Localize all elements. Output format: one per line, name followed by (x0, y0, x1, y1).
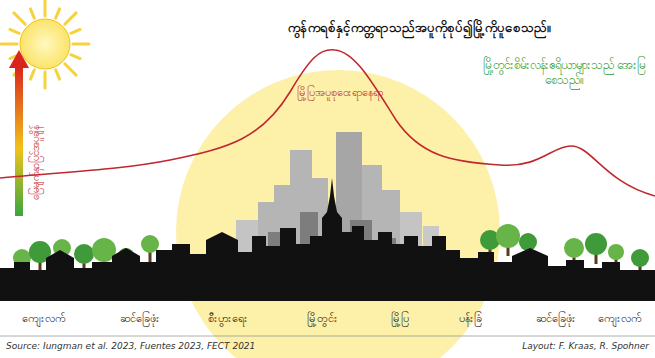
rule (0, 336, 655, 337)
zone-label: မြို့တွင်း (307, 312, 338, 326)
sun-ray (56, 70, 60, 79)
sun-ray (44, 0, 47, 16)
tree (496, 224, 520, 256)
skyline-silhouette (0, 178, 655, 300)
credit-line: Source: Iungman et al. 2023, Fuentes 202… (6, 341, 255, 352)
sun-ray (44, 72, 47, 88)
credit-line: Layout: F. Kraas, R. Spohner (522, 341, 649, 352)
axis-label: မြေမျက်နှာပြင်အပူချိန် (30, 125, 43, 200)
sun-ray (65, 64, 76, 75)
sun-ray (30, 70, 34, 79)
sun-ray (14, 13, 25, 24)
sun-ray (10, 29, 19, 33)
sun-disc (20, 19, 70, 69)
sun-ray (1, 43, 17, 46)
temperature-curve (0, 50, 655, 196)
tree (585, 233, 607, 264)
sun-ray (56, 9, 60, 18)
zone-label: ပန်းခြံ (459, 312, 482, 326)
zone-label: ဆင်ခြေဖုံး (536, 312, 576, 326)
green-area-note: မြို့တွင်းစိမ်းလန်းဧရိယာများသည် အေးမြစေသ… (476, 58, 652, 88)
title: ကွန်ကရစ်နှင့်ကတ္တရာသည်အပူကိုစုပ်၍မြို့ကိ… (190, 20, 650, 36)
sun-ray (65, 13, 76, 24)
ground-band (0, 296, 655, 301)
heat-island-label: မြို့ပြအပူစုဝေးရာနေရာ (297, 86, 383, 100)
temperature-arrow (15, 66, 23, 216)
sun-ray (71, 29, 80, 33)
zone-label: ကျေးလက် (22, 312, 66, 326)
zone-label: မြို့ပြ (391, 312, 409, 326)
zone-label: စီးပွားရေး (208, 312, 248, 326)
sun-ray (30, 9, 34, 18)
zone-label: ကျေးလက် (598, 312, 642, 326)
sun-ray (71, 55, 80, 59)
arrow-head (9, 50, 29, 68)
sun-ray (73, 43, 89, 46)
sun (1, 0, 89, 88)
zone-label: ဆင်ခြေဖုံး (120, 312, 160, 326)
